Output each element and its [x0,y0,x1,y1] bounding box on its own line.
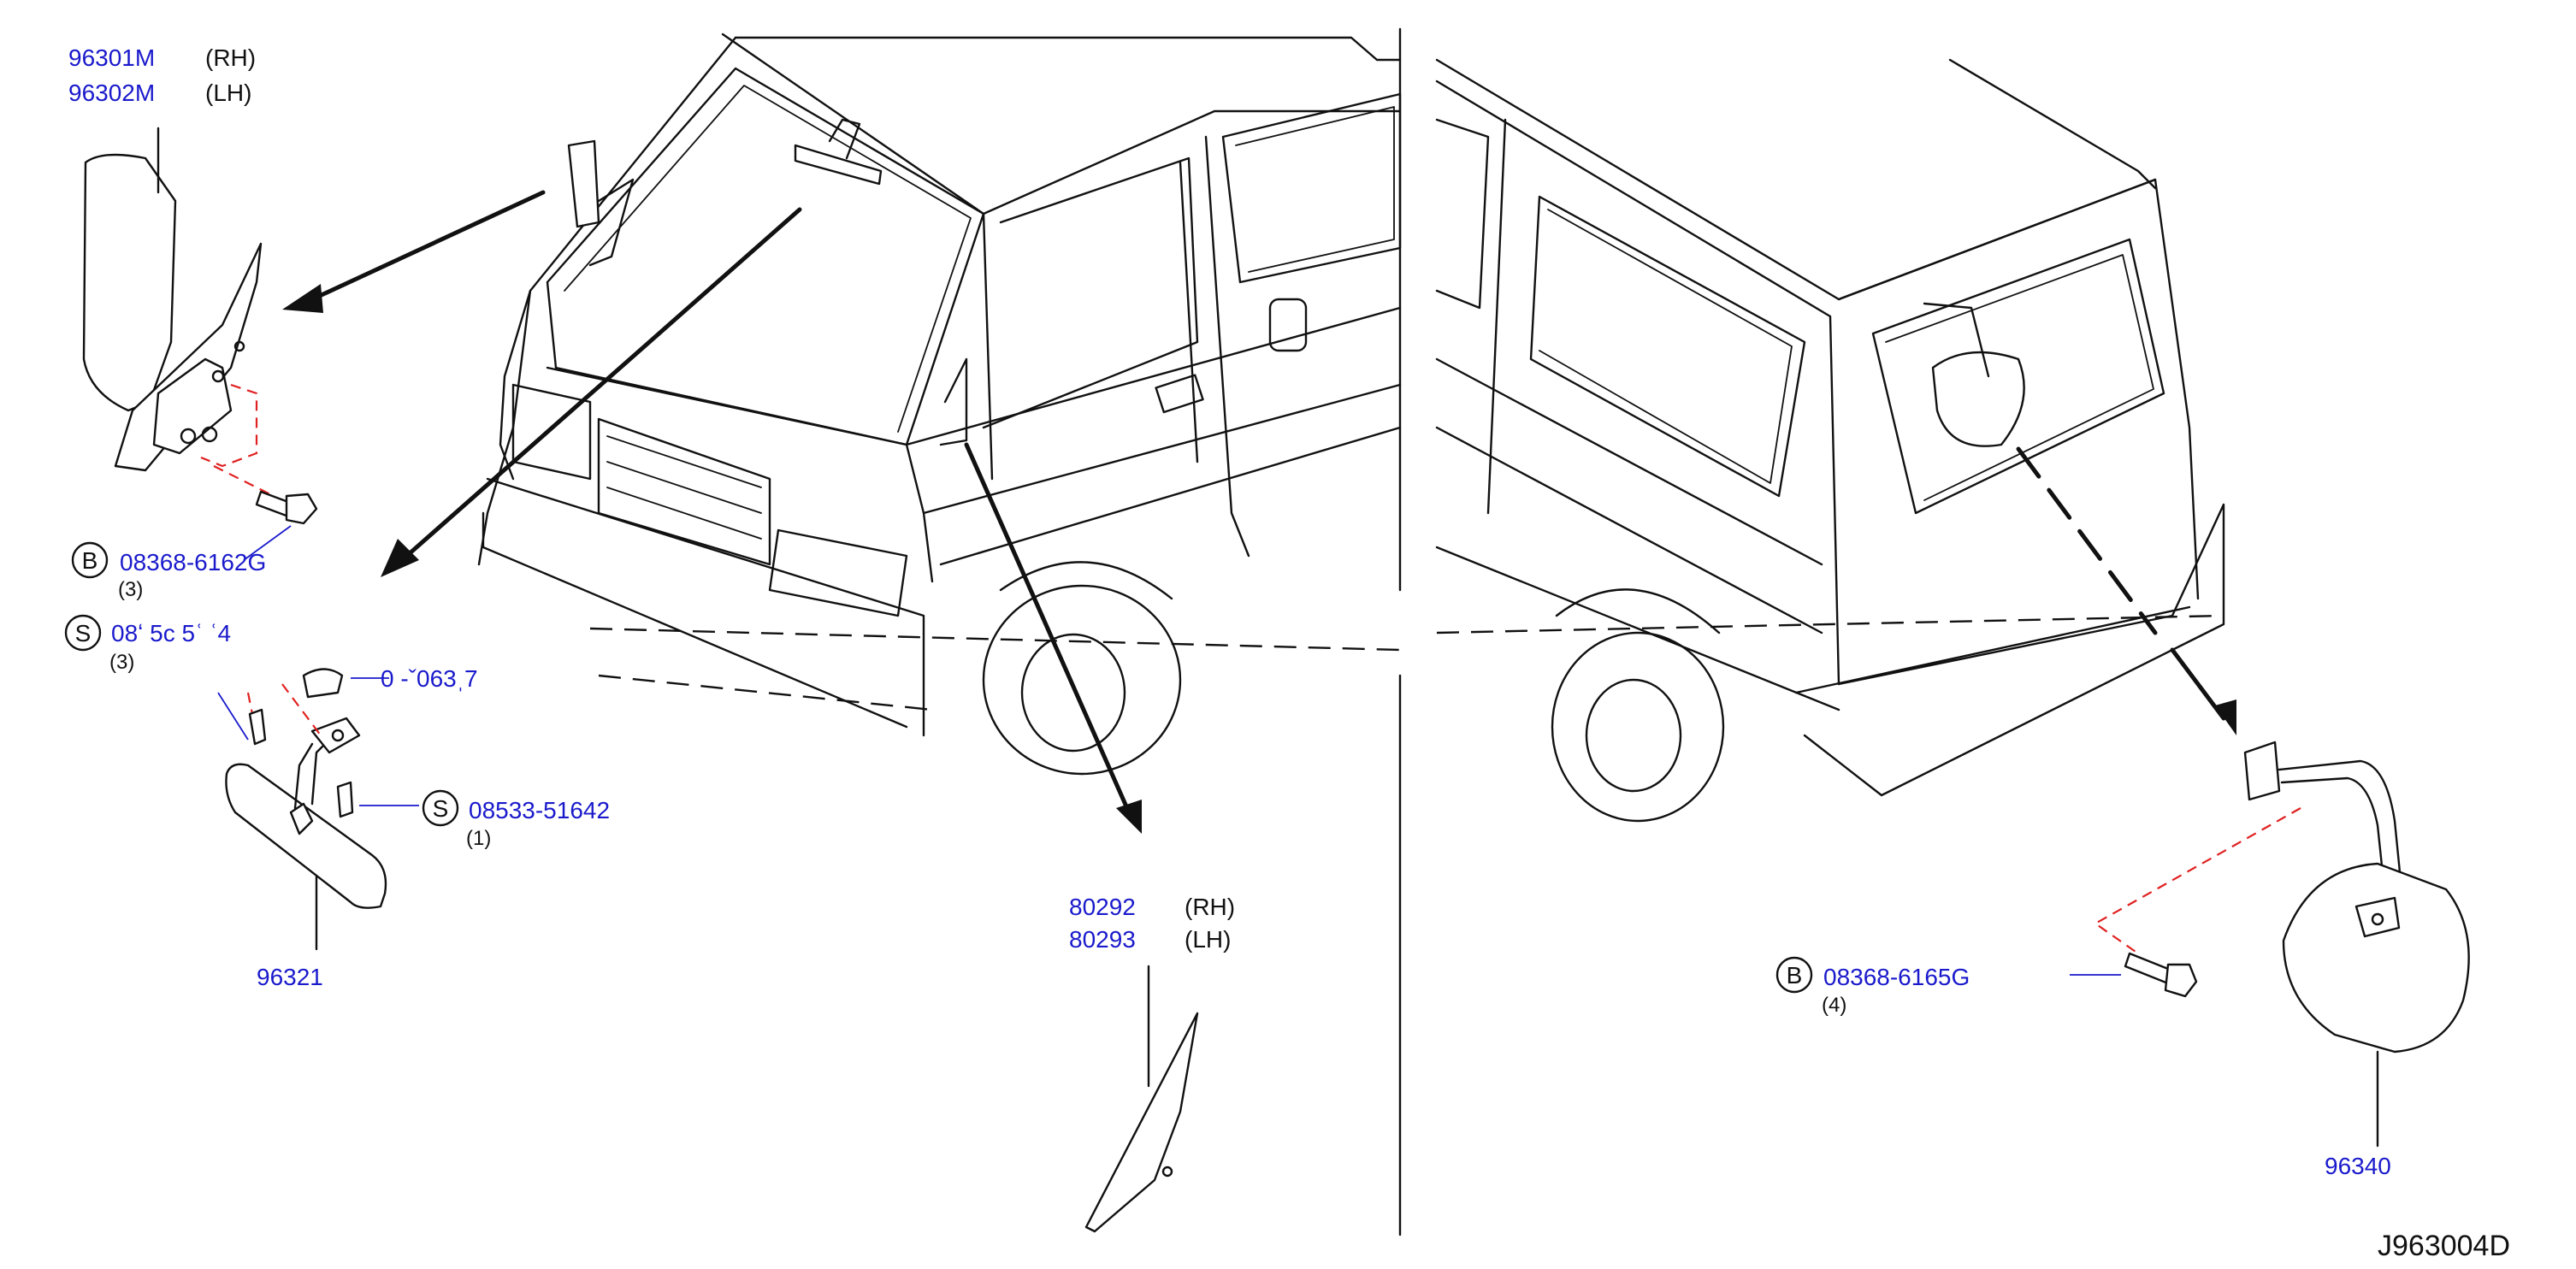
circle-letter: S [433,795,449,822]
callout-corner-glass: 80292 (RH) 80293 (LH) [1069,894,1235,953]
side-lh-label: (LH) [1185,926,1231,953]
callout-bracket: 0 -ˇ063ˌ7 [381,665,478,692]
quantity-label: (1) [466,827,491,850]
circle-badge [71,541,109,579]
callout-screw-s2: S 08533-51642 (1) [422,789,610,850]
quantity-label: (4) [1822,994,1846,1017]
part-number-96302m: 96302M [68,80,155,106]
bolt-b1-part [243,490,318,561]
callout-screw-s1: S 08ʻ 5c 5ʿ ʿ4 (3) [64,614,231,674]
circle-letter: S [75,620,92,646]
door-mirror-part [82,127,275,497]
side-rh-label: (RH) [205,44,256,71]
part-number-96340: 96340 [2325,1153,2391,1179]
part-number-08368-6165g: 08368-6165G [1823,964,1970,990]
circle-badge [1775,956,1813,994]
part-number-screw-s1: 08ʻ 5c 5ʿ ʿ4 [111,620,231,646]
rear-mirror-part [2070,741,2470,1148]
circle-letter: B [82,547,98,574]
callout-rear-mirror: 96340 [2325,1153,2391,1179]
quantity-label: (3) [109,651,134,674]
circle-letter: B [1787,962,1803,989]
callout-door-mirror: 96301M (RH) 96302M (LH) [68,44,256,106]
part-number-bracket: 0 -ˇ063ˌ7 [381,665,478,692]
side-lh-label: (LH) [205,80,251,106]
part-number-08533-51642: 08533-51642 [469,797,610,823]
part-number-80292: 80292 [1069,894,1136,920]
leader-arrows [282,190,2236,834]
callout-bolt-b2: B 08368-6165G (4) [1775,956,1970,1017]
callout-inside-mirror: 96321 [257,964,323,990]
part-number-96301m: 96301M [68,44,155,71]
inside-mirror-part [217,668,419,951]
circle-badge [64,614,102,652]
front-van-illustration [477,32,1402,776]
part-number-08368-6162g: 08368-6162G [120,549,266,575]
corner-glass-part [1084,965,1199,1233]
side-rh-label: (RH) [1185,894,1235,920]
circle-badge [422,789,459,827]
callout-bolt-b1: B 08368-6162G (3) [71,541,266,601]
quantity-label: (3) [118,578,143,601]
rear-van-illustration [1435,58,2225,823]
diagram-code: J963004D [2378,1230,2510,1262]
part-number-96321: 96321 [257,964,323,990]
part-number-80293: 80293 [1069,926,1136,953]
